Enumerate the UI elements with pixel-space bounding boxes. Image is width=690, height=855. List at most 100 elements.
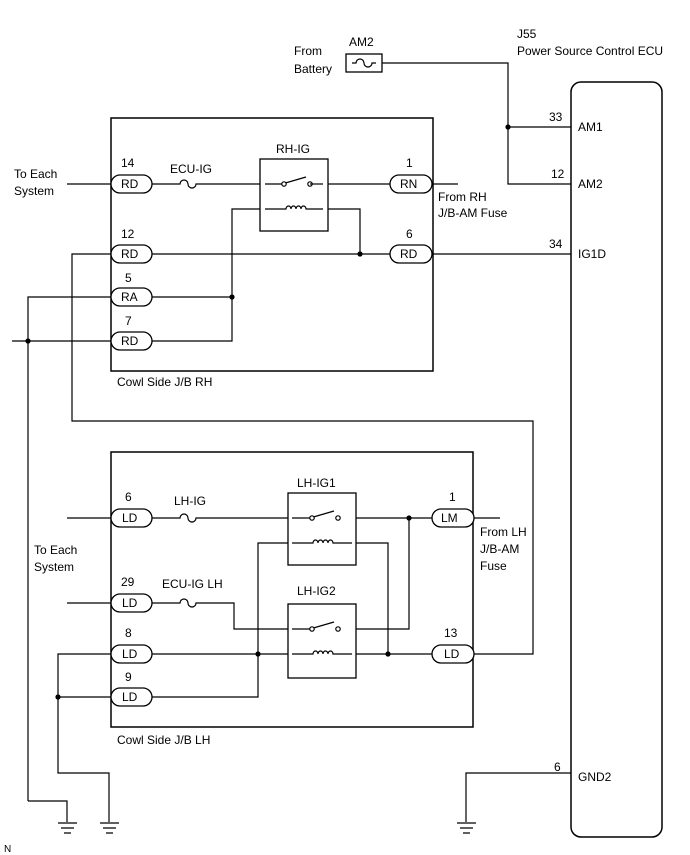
rh-relay-box [259,158,329,232]
lh-pin-13-num: 13 [444,626,458,640]
rh-pin-6-num: 6 [406,227,413,241]
wire-am2-feed [382,62,571,185]
lh-pin-13-code: LD [444,647,460,661]
battery-label-line1: From [294,44,322,58]
lh-relay2-contact-a [309,626,315,632]
ecu-name: Power Source Control ECU [517,44,663,58]
battery-label-line2: Battery [294,62,332,76]
rh-pin-14-num: 14 [121,156,135,170]
ecu-pin-ig1d-label: IG1D [578,247,606,261]
junction-lh-9 [255,651,261,657]
ecu-pin-34-num: 34 [549,237,563,251]
rh-fuse-symbol [176,179,208,189]
rh-pin-1-num: 1 [406,156,413,170]
lh-pin-6-num: 6 [125,490,132,504]
lh-fuse2-label: ECU-IG LH [162,577,223,591]
lh-relay2-contact-b [335,626,341,632]
lh-pin-8 [110,644,153,664]
rh-relay-coil [265,205,323,210]
jb-lh-title: Cowl Side J/B LH [117,733,210,747]
rh-fuse-label: ECU-IG [170,162,212,176]
ecu-body [570,81,663,838]
cowl-side-jb-lh: Cowl Side J/B LH LH-IG ECU-IG LH LH-IG1 [34,451,527,822]
rh-pin-12-num: 12 [121,227,135,241]
lh-relay1-label: LH-IG1 [297,476,336,490]
junction-rh-ground [25,338,31,344]
jb-rh-title: Cowl Side J/B RH [117,375,212,389]
jb-rh-box [110,117,434,372]
rh-system-label-line2: System [14,184,54,198]
lh-pin-6 [110,508,153,528]
rh-pin-12-code: RD [121,247,139,261]
ecu-pin-12-num: 12 [551,167,565,181]
wire-rh-coil-a [152,208,282,298]
lh-pin-8-code: LD [122,647,138,661]
lh-pin-8-num: 8 [125,626,132,640]
wire-lh-fuse2-relay2 [208,602,300,630]
lh-fuse2-symbol [176,598,208,608]
power-source-control-ecu: J55 Power Source Control ECU 33 AM1 12 A… [517,27,663,838]
rh-pin-6-code: RD [400,247,418,261]
jb-lh-box [110,451,474,728]
rh-pin-6 [389,244,433,264]
rh-pin-7 [110,331,153,351]
junction-lh-bus [406,515,412,521]
cowl-side-jb-rh: Cowl Side J/B RH ECU-IG RH-IG 14 RD [12,117,571,801]
lh-pin-9 [110,687,153,707]
junction-rh-5-7 [229,294,235,300]
junction-lh-ground [55,694,61,700]
ecu-pin-am1-label: AM1 [578,120,603,134]
ecu-code: J55 [517,27,537,41]
lh-fuse1-label: LH-IG [174,494,206,508]
ecu-pin-gnd2-label: GND2 [578,770,612,784]
lh-relay2-label: LH-IG2 [297,584,336,598]
lh-from-label-line2: J/B-AM [480,542,519,556]
lh-fuse1-symbol [176,513,208,523]
lh-pin-29-code: LD [122,596,138,610]
am2-fuse-symbol [352,58,376,68]
rh-pin-5 [110,287,153,307]
junction-rh-coil [357,251,363,257]
wire-lh-relay2-bus [338,518,410,630]
lh-pin-9-num: 9 [125,670,132,684]
lh-pin-13 [431,644,475,664]
lh-relay1-coil [292,539,352,544]
lh-system-label-line1: To Each [34,543,77,557]
ecu-pin-33-num: 33 [549,110,563,124]
rh-pin-5-num: 5 [125,271,132,285]
wire-rh5-ground [27,296,111,801]
rh-from-label-line2: J/B-AM Fuse [438,206,508,220]
ground-icon-right [457,822,476,834]
rh-relay-contact-a [281,181,287,187]
ground-icon-middle [100,822,119,834]
am2-fuse-label: AM2 [349,35,374,49]
wire-ground-left [28,800,68,822]
lh-relay2-coil [292,650,352,655]
ground-icon-left [58,822,77,834]
wire-lh-8-ground [57,653,111,822]
lh-pin-1 [431,508,475,528]
ecu-pin-6-num: 6 [554,760,561,774]
lh-relay1-contact-a [309,515,315,521]
lh-relay1-box [287,492,357,566]
lh-relay2-box [287,603,357,679]
battery-feed: From Battery AM2 [294,35,571,185]
lh-pin-6-code: LD [122,511,138,525]
rh-pin-14-code: RD [121,177,139,191]
wire-rh-7 [152,297,233,342]
lh-from-label-line3: Fuse [480,559,507,573]
lh-relay1-contact-b [335,515,341,521]
rh-pin-12 [110,244,153,264]
rh-pin-1 [389,174,433,194]
lh-pin-1-code: LM [441,511,458,525]
junction-lh-coil [385,651,391,657]
rh-pin-14 [110,174,153,194]
ecu-pin-am2-label: AM2 [578,177,603,191]
rh-relay-label: RH-IG [276,142,310,156]
wire-lh-9-coil1 [152,542,300,698]
rh-from-label-line1: From RH [438,190,487,204]
corner-mark: N [4,844,11,855]
lh-pin-29 [110,593,153,613]
rh-pin-5-code: RA [121,290,138,304]
